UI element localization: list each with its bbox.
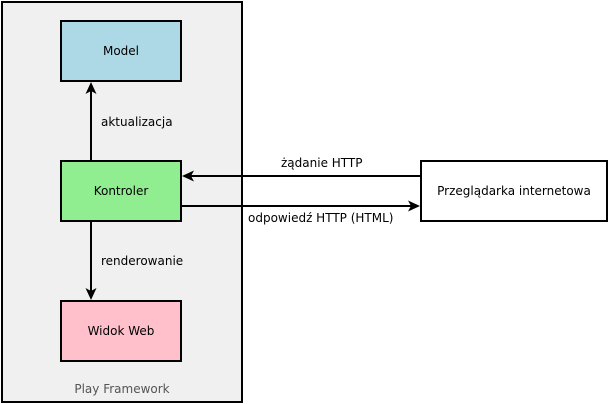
request-arrow	[182, 170, 420, 182]
update-label: aktualizacja	[101, 115, 173, 129]
render-label: renderowanie	[101, 254, 184, 268]
model-label: Model	[102, 44, 140, 58]
view-node: Widok Web	[60, 300, 182, 362]
update-arrow	[85, 82, 97, 160]
request-label: żądanie HTTP	[281, 156, 363, 170]
controller-label: Kontroler	[93, 184, 149, 198]
container-label: Play Framework	[74, 382, 170, 396]
browser-node: Przeglądarka internetowa	[420, 160, 608, 222]
response-arrow	[182, 200, 420, 212]
browser-label: Przeglądarka internetowa	[437, 184, 591, 198]
response-label: odpowiedź HTTP (HTML)	[248, 211, 394, 225]
view-label: Widok Web	[87, 324, 155, 338]
controller-node: Kontroler	[60, 160, 182, 222]
model-node: Model	[60, 20, 182, 82]
render-arrow	[85, 222, 97, 300]
